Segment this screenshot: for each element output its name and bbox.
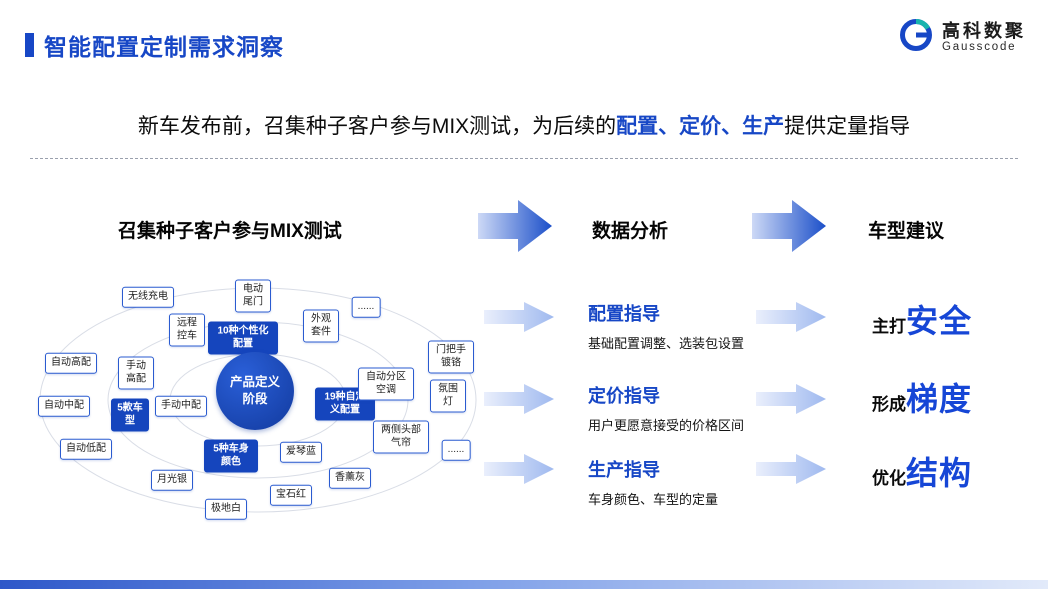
arrow-right-icon bbox=[752, 198, 828, 259]
diagram-node: 两侧头部气帘 bbox=[373, 420, 429, 454]
analysis-title: 配置指导 bbox=[588, 304, 660, 324]
subtitle-part1: 新车发布前，召集种子客户参与MIX测试，为后续的 bbox=[137, 115, 617, 138]
analysis-item: 定价指导 用户更愿意接受的价格区间 bbox=[588, 382, 768, 434]
analysis-desc: 基础配置调整、选装包设置 bbox=[588, 336, 745, 351]
logo-name-cn: 高科数聚 bbox=[942, 20, 1026, 41]
right-column-heading: 车型建议 bbox=[868, 221, 945, 242]
arrow-right-icon bbox=[756, 452, 828, 491]
mix-test-diagram: 无线充电 电动尾门 远程控车 外观套件 ...... 10种个性化配置 自动高配… bbox=[28, 265, 520, 565]
arrow-right-icon bbox=[484, 452, 556, 491]
diagram-node-primary: 10种个性化配置 bbox=[208, 321, 278, 355]
diagram-node-primary: 5种车身颜色 bbox=[204, 439, 258, 473]
diagram-node: 自动分区空调 bbox=[358, 367, 414, 401]
logo: 高科数聚 Gausscode bbox=[897, 16, 1026, 59]
header: 智能配置定制需求洞察 bbox=[25, 28, 284, 62]
diagram-node: 自动高配 bbox=[45, 352, 97, 374]
arrow-right-icon bbox=[756, 300, 828, 339]
diagram-node: 外观套件 bbox=[303, 309, 339, 343]
diagram-node: 手动高配 bbox=[118, 356, 154, 390]
diagram-node: 极地白 bbox=[205, 498, 247, 520]
diagram-node: 氛围灯 bbox=[430, 379, 466, 413]
subtitle-part2: 提供定量指导 bbox=[784, 115, 911, 138]
suggestion-prefix: 优化 bbox=[872, 469, 906, 488]
analysis-title: 定价指导 bbox=[588, 386, 660, 406]
logo-name-en: Gausscode bbox=[942, 41, 1017, 54]
middle-column-heading: 数据分析 bbox=[592, 221, 669, 242]
bottom-accent-bar bbox=[0, 580, 1048, 589]
suggestion-keyword: 安全 bbox=[906, 303, 973, 339]
suggestion-prefix: 主打 bbox=[872, 317, 906, 336]
diagram-node: 电动尾门 bbox=[235, 279, 271, 313]
diagram-node: 自动中配 bbox=[38, 395, 90, 417]
diagram-node: 宝石红 bbox=[270, 484, 312, 506]
suggestion-item: 形成梯度 bbox=[872, 374, 972, 420]
arrow-right-icon bbox=[756, 382, 828, 421]
title-marker bbox=[25, 33, 34, 57]
subtitle: 新车发布前，召集种子客户参与MIX测试，为后续的配置、定价、生产提供定量指导 bbox=[0, 110, 1048, 140]
diagram-node: 无线充电 bbox=[122, 286, 174, 308]
page-title: 智能配置定制需求洞察 bbox=[44, 34, 284, 60]
suggestion-keyword: 结构 bbox=[906, 455, 973, 491]
arrow-right-icon bbox=[484, 300, 556, 339]
diagram-node: 爱琴蓝 bbox=[280, 441, 322, 463]
diagram-node: 自动低配 bbox=[60, 438, 112, 460]
arrow-right-icon bbox=[484, 382, 556, 421]
arrow-right-icon bbox=[478, 198, 554, 259]
suggestion-item: 优化结构 bbox=[872, 448, 972, 494]
diagram-node: ...... bbox=[441, 439, 471, 461]
suggestion-prefix: 形成 bbox=[872, 395, 906, 414]
diagram-node: 月光银 bbox=[151, 469, 193, 491]
analysis-title: 生产指导 bbox=[588, 460, 660, 480]
suggestion-item: 主打安全 bbox=[872, 296, 972, 342]
diagram-center-node: 产品定义阶段 bbox=[216, 352, 294, 430]
analysis-item: 配置指导 基础配置调整、选装包设置 bbox=[588, 300, 768, 352]
diagram-node: 门把手镀铬 bbox=[428, 340, 474, 374]
diagram-node: 远程控车 bbox=[169, 313, 205, 347]
suggestion-keyword: 梯度 bbox=[906, 381, 973, 417]
subtitle-highlight: 配置、定价、生产 bbox=[616, 115, 785, 138]
analysis-desc: 车身颜色、车型的定量 bbox=[588, 492, 719, 507]
analysis-item: 生产指导 车身颜色、车型的定量 bbox=[588, 456, 768, 508]
gausscode-logo-icon bbox=[897, 16, 935, 59]
analysis-desc: 用户更愿意接受的价格区间 bbox=[588, 418, 745, 433]
diagram-node: 香薰灰 bbox=[329, 467, 371, 489]
diagram-node-primary: 5款车型 bbox=[111, 398, 149, 432]
diagram-node: 手动中配 bbox=[155, 395, 207, 417]
dashed-divider bbox=[30, 158, 1018, 159]
diagram-node: ...... bbox=[351, 296, 381, 318]
logo-text: 高科数聚 Gausscode bbox=[942, 21, 1026, 55]
left-column-heading: 召集种子客户参与MIX测试 bbox=[118, 221, 342, 242]
